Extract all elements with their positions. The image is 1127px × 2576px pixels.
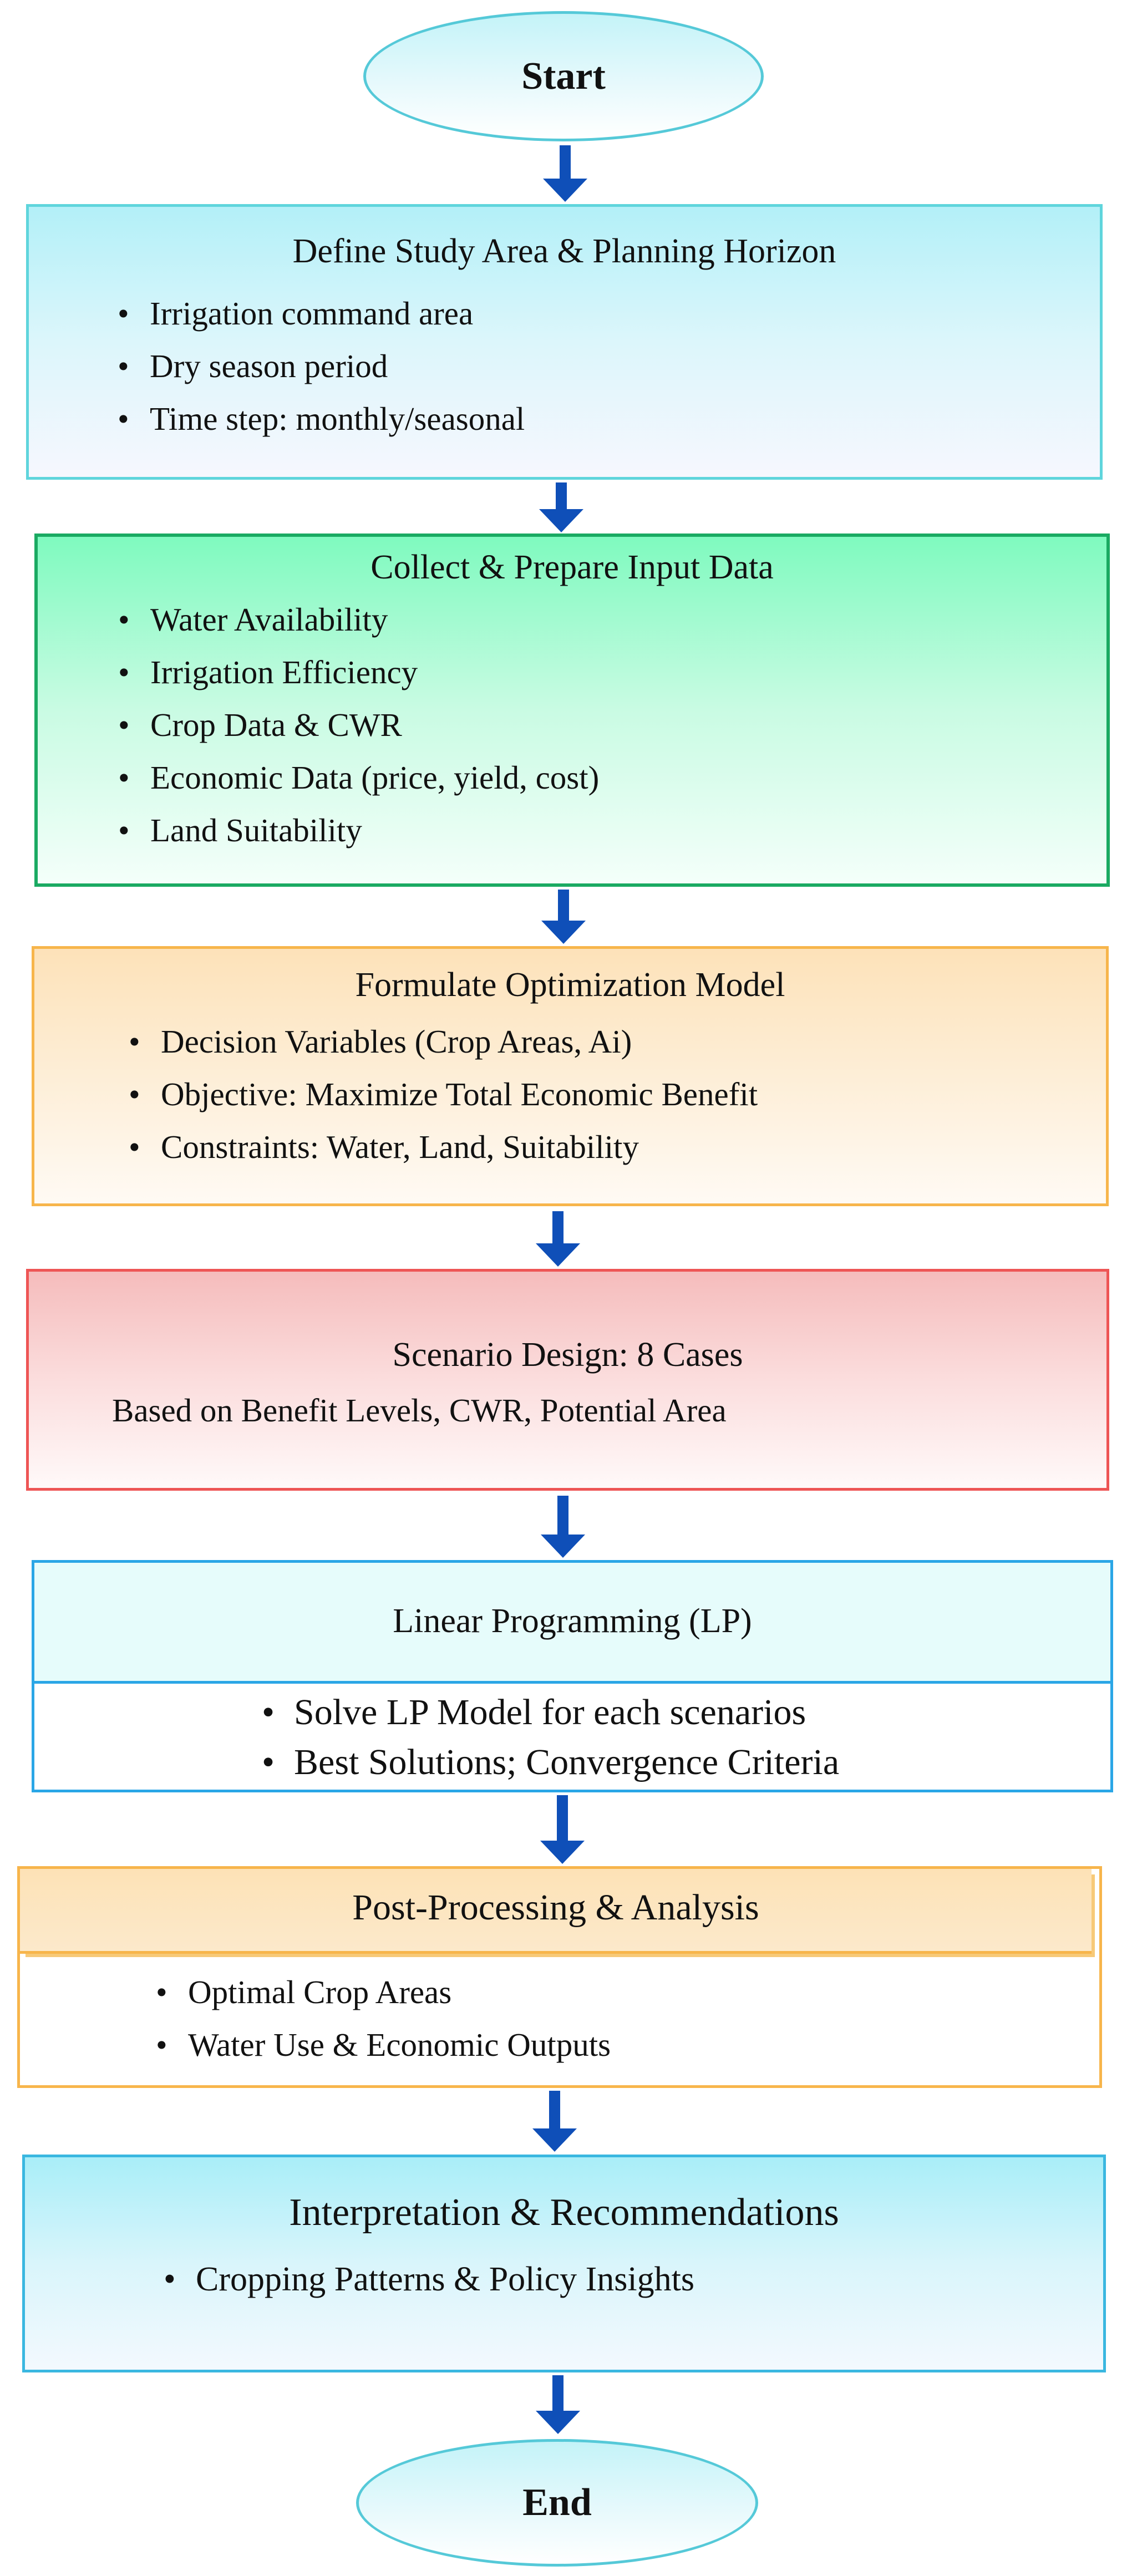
- step-1-bullets: Irrigation command area Dry season perio…: [118, 287, 525, 445]
- step-1-title: Define Study Area & Planning Horizon: [292, 232, 836, 270]
- step-3-bullets: Decision Variables (Crop Areas, Ai) Obje…: [129, 1015, 758, 1173]
- arrow-step-6-to-step-7: [532, 2091, 577, 2152]
- step-interpretation: Interpretation & Recommendations Croppin…: [22, 2155, 1106, 2372]
- start-label: Start: [521, 54, 606, 98]
- arrow-step-1-to-step-2: [539, 482, 583, 532]
- step-1-item: Time step: monthly/seasonal: [118, 393, 525, 445]
- step-6-title: Post-Processing & Analysis: [352, 1887, 759, 1928]
- step-3-item: Objective: Maximize Total Economic Benef…: [129, 1068, 758, 1121]
- step-scenario-design: Scenario Design: 8 Cases Based on Benefi…: [26, 1269, 1109, 1491]
- step-5-title: Linear Programming (LP): [393, 1602, 752, 1640]
- step-formulate-model: Formulate Optimization Model Decision Va…: [32, 946, 1109, 1206]
- arrow-step-7-to-end: [536, 2375, 580, 2434]
- step-2-bullets: Water Availability Irrigation Efficiency…: [118, 593, 599, 857]
- step-3-item: Decision Variables (Crop Areas, Ai): [129, 1015, 758, 1068]
- step-6-item: Water Use & Economic Outputs: [156, 2019, 611, 2071]
- arrow-start-to-step-1: [543, 145, 587, 202]
- step-2-item: Irrigation Efficiency: [118, 646, 599, 699]
- step-4-title: Scenario Design: 8 Cases: [392, 1336, 743, 1374]
- step-6-bullets: Optimal Crop Areas Water Use & Economic …: [156, 1966, 611, 2071]
- step-4-subtitle: Based on Benefit Levels, CWR, Potential …: [112, 1392, 727, 1429]
- step-post-processing: Post-Processing & Analysis Optimal Crop …: [17, 1866, 1102, 2088]
- arrow-step-3-to-step-4: [536, 1211, 580, 1267]
- step-collect-input-data: Collect & Prepare Input Data Water Avail…: [34, 534, 1110, 887]
- step-6-item: Optimal Crop Areas: [156, 1966, 611, 2019]
- step-5-item: Solve LP Model for each scenarios: [262, 1688, 839, 1737]
- arrow-step-2-to-step-3: [541, 890, 586, 944]
- step-1-item: Dry season period: [118, 340, 525, 393]
- step-7-title: Interpretation & Recommendations: [289, 2191, 839, 2234]
- step-7-bullets: Cropping Patterns & Policy Insights: [164, 2254, 694, 2304]
- step-5-bullets: Solve LP Model for each scenarios Best S…: [262, 1688, 839, 1787]
- end-label: End: [522, 2481, 592, 2524]
- start-terminal: Start: [363, 11, 764, 141]
- step-6-header-band: [20, 1869, 1092, 1954]
- arrow-step-5-to-step-6: [540, 1795, 585, 1864]
- step-1-item: Irrigation command area: [118, 287, 525, 340]
- step-2-title: Collect & Prepare Input Data: [370, 548, 774, 586]
- step-linear-programming: Linear Programming (LP) Solve LP Model f…: [32, 1560, 1113, 1792]
- step-7-item: Cropping Patterns & Policy Insights: [164, 2254, 694, 2304]
- step-2-item: Land Suitability: [118, 804, 599, 857]
- end-terminal: End: [356, 2439, 758, 2567]
- step-define-study-area: Define Study Area & Planning Horizon Irr…: [26, 204, 1103, 480]
- step-3-item: Constraints: Water, Land, Suitability: [129, 1121, 758, 1173]
- step-5-item: Best Solutions; Convergence Criteria: [262, 1737, 839, 1787]
- step-2-item: Economic Data (price, yield, cost): [118, 751, 599, 804]
- step-2-item: Crop Data & CWR: [118, 699, 599, 751]
- step-3-title: Formulate Optimization Model: [355, 966, 785, 1004]
- step-5-header-band: [34, 1563, 1110, 1684]
- arrow-step-4-to-step-5: [541, 1496, 585, 1558]
- step-2-item: Water Availability: [118, 593, 599, 646]
